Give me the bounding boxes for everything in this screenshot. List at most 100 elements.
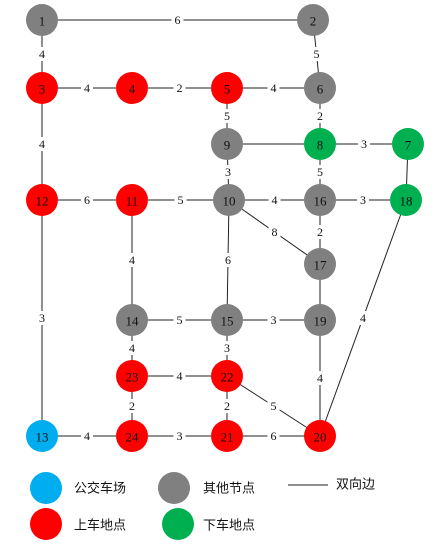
legend-other-swatch — [158, 472, 190, 504]
node-12: 12 — [26, 184, 58, 216]
edge-weight-5-9: 5 — [224, 109, 230, 123]
node-circle-20 — [304, 420, 336, 452]
edge-weight-12-11: 6 — [84, 193, 90, 207]
edge-label-bg-16-18 — [357, 193, 369, 207]
node-2: 2 — [297, 4, 329, 36]
edge-label-bg-10-17 — [268, 225, 281, 239]
node-1: 1 — [26, 4, 58, 36]
node-circle-21 — [211, 420, 243, 452]
edge-label-bg-3-4 — [81, 81, 93, 95]
legend-pickup-label: 上车地点 — [74, 518, 126, 534]
edge-label-bg-10-15 — [222, 253, 234, 267]
edge-weight-16-17: 2 — [317, 225, 323, 239]
node-label-24: 24 — [126, 430, 140, 445]
legend-edge-label: 双向边 — [336, 477, 375, 493]
node-circle-2 — [297, 4, 329, 36]
node-label-14: 14 — [126, 314, 140, 329]
edge-weight-8-7: 3 — [361, 137, 367, 151]
node-label-10: 10 — [223, 194, 236, 209]
edge-weight-5-6: 4 — [271, 81, 277, 95]
legend-dropoff-swatch — [162, 508, 194, 540]
node-10: 10 — [213, 184, 245, 216]
node-label-7: 7 — [405, 138, 412, 153]
edge-label-bg-9-10 — [222, 165, 234, 179]
edge-weight-10-16: 4 — [272, 193, 278, 207]
node-circle-17 — [304, 248, 336, 280]
edge-weight-1-2: 6 — [175, 13, 181, 27]
edge-label-bg-12-13 — [36, 311, 48, 325]
node-circle-12 — [26, 184, 58, 216]
node-circle-19 — [304, 304, 336, 336]
legend-depot-label: 公交车场 — [74, 481, 126, 497]
node-label-22: 22 — [221, 370, 234, 385]
node-circle-14 — [116, 304, 148, 336]
edge-label-bg-24-21 — [173, 429, 186, 443]
node-label-19: 19 — [314, 314, 327, 329]
node-label-6: 6 — [317, 82, 324, 97]
edge-weight-12-13: 3 — [39, 311, 45, 325]
edge-label-bg-12-11 — [81, 193, 93, 207]
node-label-17: 17 — [314, 258, 328, 273]
edge-label-bg-18-20 — [357, 311, 369, 325]
node-11: 11 — [116, 184, 148, 216]
edge-weight-24-21: 3 — [177, 429, 183, 443]
edge-weight-15-19: 3 — [271, 313, 277, 327]
node-16: 16 — [304, 184, 336, 216]
node-label-8: 8 — [317, 138, 324, 153]
node-24: 24 — [116, 420, 148, 452]
node-circle-4 — [116, 72, 148, 104]
edge-label-bg-11-10 — [174, 193, 187, 207]
edge-weight-10-17: 8 — [272, 225, 278, 239]
node-circle-1 — [26, 4, 58, 36]
edge-label-bg-10-16 — [268, 193, 281, 207]
edge-weight-16-18: 3 — [360, 193, 366, 207]
node-circle-3 — [26, 72, 58, 104]
node-circle-22 — [211, 360, 243, 392]
node-circle-7 — [392, 128, 424, 160]
edge-weight-1-3: 4 — [39, 47, 45, 61]
node-circle-5 — [211, 72, 243, 104]
node-13: 13 — [26, 420, 58, 452]
node-label-3: 3 — [39, 82, 46, 97]
edge-label-bg-16-17 — [314, 225, 326, 239]
node-circle-24 — [116, 420, 148, 452]
edge-weight-19-20: 4 — [317, 371, 323, 385]
edge-weight-14-23: 4 — [129, 341, 135, 355]
node-label-21: 21 — [221, 430, 234, 445]
node-circle-11 — [116, 184, 148, 216]
edge-label-bg-8-16 — [314, 165, 326, 179]
node-label-12: 12 — [36, 194, 49, 209]
edge-label-bg-15-19 — [267, 313, 280, 327]
node-label-18: 18 — [400, 194, 413, 209]
node-label-2: 2 — [310, 14, 317, 29]
node-4: 4 — [116, 72, 148, 104]
edge-label-bg-3-12 — [36, 137, 48, 151]
edge-weight-13-24: 4 — [84, 429, 90, 443]
node-20: 20 — [304, 420, 336, 452]
node-label-4: 4 — [129, 82, 136, 97]
edge-label-bg-1-3 — [36, 47, 48, 61]
node-label-15: 15 — [221, 314, 234, 329]
node-circle-8 — [304, 128, 336, 160]
node-19: 19 — [304, 304, 336, 336]
node-circle-15 — [211, 304, 243, 336]
edge-weight-8-16: 5 — [317, 165, 323, 179]
node-14: 14 — [116, 304, 148, 336]
edge-weight-18-20: 4 — [360, 311, 366, 325]
node-label-9: 9 — [224, 138, 231, 153]
node-3: 3 — [26, 72, 58, 104]
edge-label-bg-2-6 — [310, 47, 323, 61]
node-21: 21 — [211, 420, 243, 452]
edge-weight-22-20: 5 — [271, 399, 277, 413]
node-label-1: 1 — [39, 14, 46, 29]
node-18: 18 — [390, 184, 422, 216]
edge-label-bg-13-24 — [81, 429, 93, 443]
node-circle-16 — [304, 184, 336, 216]
edge-weight-6-8: 2 — [317, 109, 323, 123]
legend-depot-swatch — [30, 472, 62, 504]
edge-label-bg-14-15 — [173, 313, 186, 327]
edge-label-bg-23-24 — [126, 399, 138, 413]
edge-label-bg-22-20 — [267, 399, 280, 413]
